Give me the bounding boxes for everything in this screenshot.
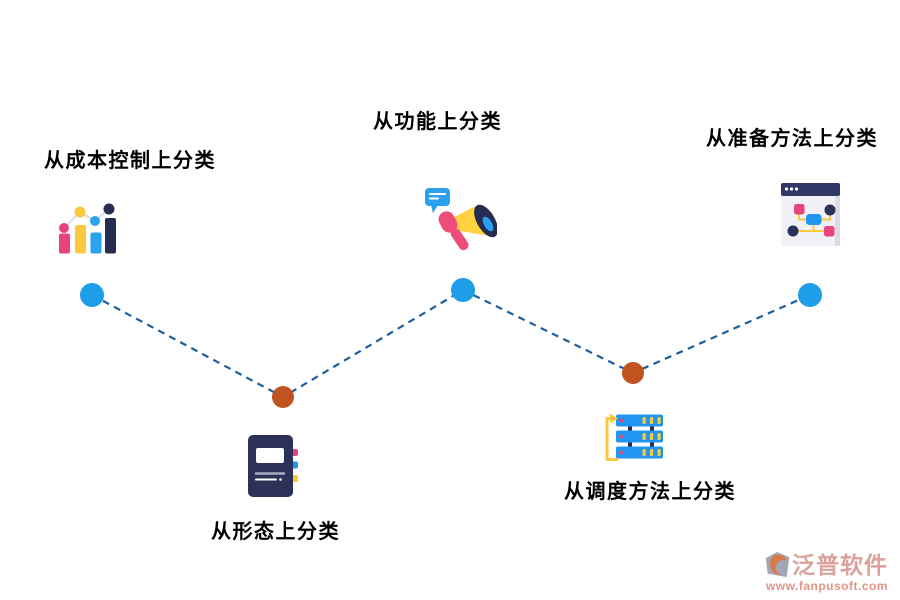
node-dot-form <box>272 386 294 408</box>
node-label-form: 从形态上分类 <box>211 521 340 543</box>
fanpu-logo-icon <box>765 552 790 578</box>
node-dot-preparation <box>798 283 822 307</box>
watermark-brand-text: 泛普软件 <box>792 551 888 578</box>
node-label-cost-control: 从成本控制上分类 <box>44 150 216 172</box>
bar-chart-icon <box>59 203 116 254</box>
node-label-scheduling: 从调度方法上分类 <box>564 481 736 503</box>
server-stack-icon <box>605 413 663 461</box>
notebook-icon <box>248 435 298 497</box>
node-label-function: 从功能上分类 <box>373 111 502 133</box>
flowchart-window-icon <box>781 183 840 246</box>
connector-dashed-line <box>91 288 811 399</box>
watermark: 泛普软件 www.fanpusoft.com <box>765 551 888 592</box>
node-dot-cost-control <box>80 283 104 307</box>
node-dot-scheduling <box>622 362 644 384</box>
megaphone-icon <box>425 188 497 251</box>
node-dot-function <box>451 278 475 302</box>
node-label-preparation: 从准备方法上分类 <box>706 128 878 150</box>
watermark-url-text: www.fanpusoft.com <box>765 579 888 593</box>
